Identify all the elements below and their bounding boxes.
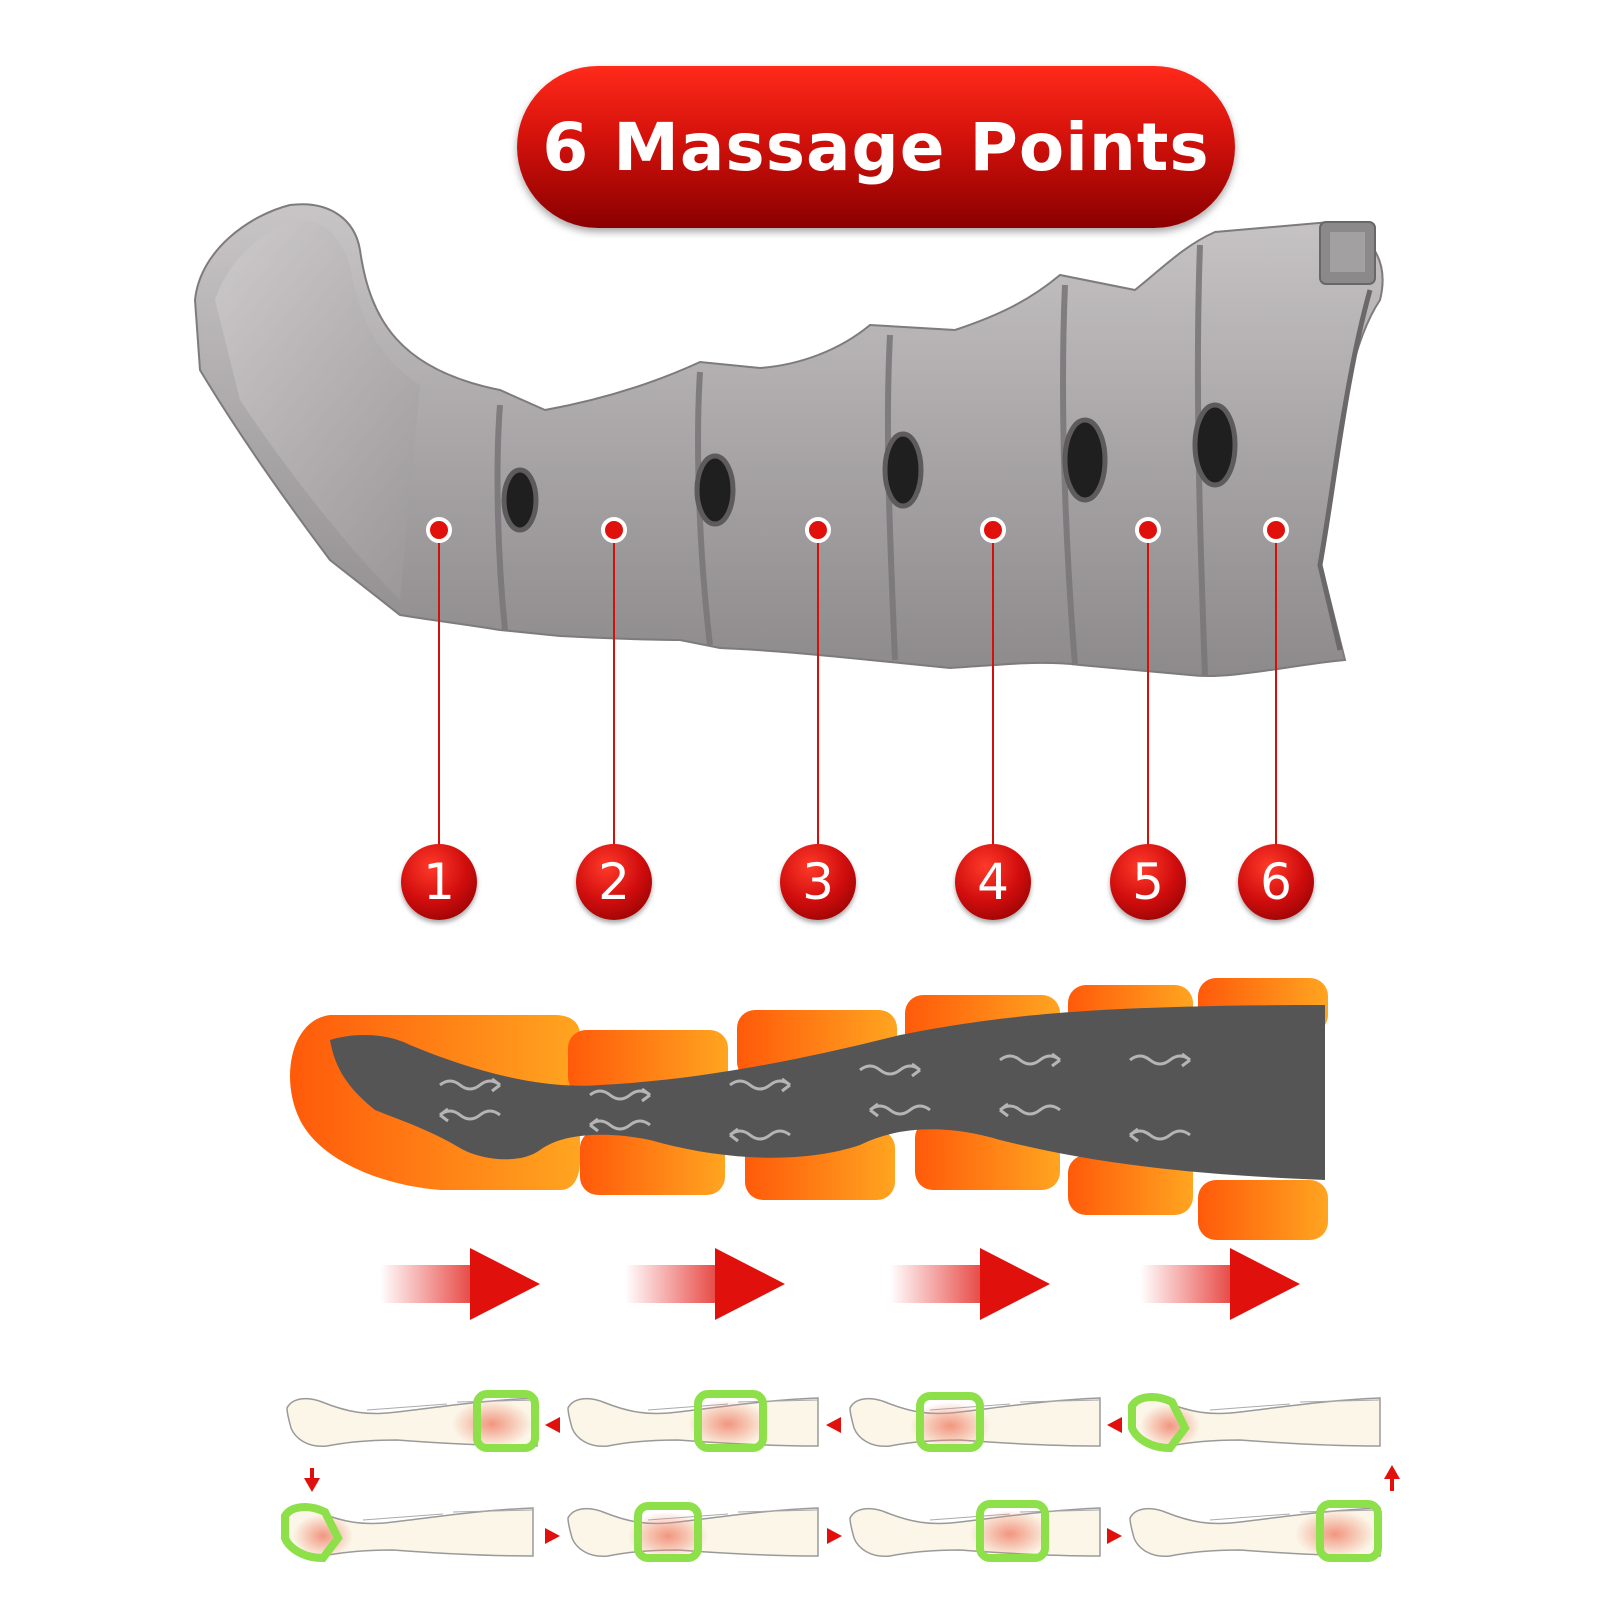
small-arrow-icon	[545, 1528, 560, 1544]
leg-silhouette	[330, 1005, 1325, 1180]
point-badge-6: 6	[1238, 844, 1314, 920]
sequence-step	[286, 1390, 539, 1452]
point-badge-4: 4	[955, 844, 1031, 920]
flow-wave-arrows	[439, 1052, 1191, 1143]
chamber-5-bottom	[1068, 1155, 1193, 1215]
small-arrow-icon	[826, 1417, 841, 1433]
sequence-step	[849, 1392, 1101, 1452]
point-badge-5: 5	[1110, 844, 1186, 920]
title-text: 6 Massage Points	[542, 108, 1210, 186]
small-arrow-icon	[1107, 1528, 1122, 1544]
title-banner: 6 Massage Points	[517, 66, 1235, 228]
point-dot-1	[426, 517, 452, 543]
sequence-step	[567, 1390, 819, 1452]
point-dot-4	[980, 517, 1006, 543]
point-dot-5	[1135, 517, 1161, 543]
sequence-step	[281, 1503, 534, 1563]
right-arrow-icon	[380, 1248, 540, 1320]
small-arrow-icon	[304, 1478, 320, 1492]
sequence-step	[849, 1500, 1101, 1562]
right-arrow-icon	[890, 1248, 1050, 1320]
sequence-step	[567, 1502, 819, 1562]
right-arrow-icon	[1140, 1248, 1300, 1320]
point-dot-2	[601, 517, 627, 543]
small-arrow-icon	[1107, 1417, 1122, 1433]
sequence-step	[1128, 1393, 1381, 1453]
sequence-step	[1129, 1500, 1382, 1562]
right-arrow-icon	[625, 1248, 785, 1320]
point-dot-6	[1263, 517, 1289, 543]
chamber-6-bottom	[1198, 1180, 1328, 1240]
point-badge-1: 1	[401, 844, 477, 920]
small-arrow-icon	[827, 1528, 842, 1544]
point-badge-2: 2	[576, 844, 652, 920]
small-arrow-icon	[545, 1417, 560, 1433]
small-arrow-icon	[1384, 1465, 1400, 1479]
point-badge-3: 3	[780, 844, 856, 920]
point-dot-3	[805, 517, 831, 543]
